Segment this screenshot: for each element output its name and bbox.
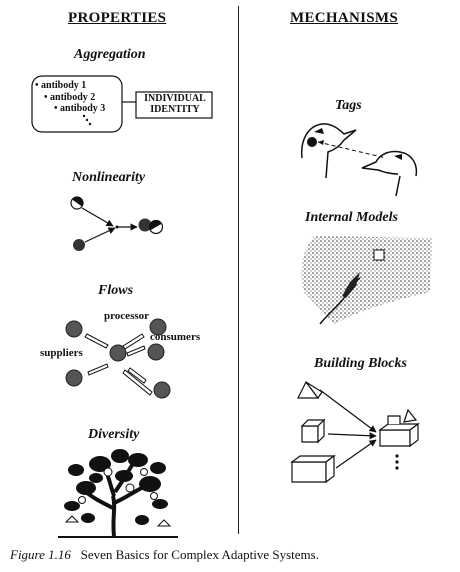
processor-label: processor bbox=[104, 310, 150, 322]
processor-node bbox=[149, 318, 167, 336]
dark-ball bbox=[73, 239, 85, 251]
flow-arrow bbox=[127, 367, 147, 384]
building-blocks-diagram bbox=[290, 380, 420, 484]
tags-diagram bbox=[300, 123, 418, 197]
identity-label-line1: INDIVIDUAL bbox=[144, 93, 206, 104]
aggregation-item-2: • antibody 2 bbox=[44, 92, 96, 103]
suppliers-label: suppliers bbox=[40, 347, 83, 359]
nonlinearity-arrow-1 bbox=[81, 207, 114, 227]
consumer-node-top bbox=[147, 343, 165, 361]
flows-title: Flows bbox=[98, 283, 134, 298]
pyramid-block-side bbox=[305, 381, 323, 400]
nonlinearity-title: Nonlinearity bbox=[72, 170, 146, 185]
internal-models-title: Internal Models bbox=[305, 210, 398, 225]
aggregation-item-1: • antibody 1 bbox=[35, 80, 87, 91]
aggregation-title: Aggregation bbox=[74, 47, 146, 62]
sight-arrowhead bbox=[318, 140, 324, 145]
nonlinearity-diagram bbox=[70, 196, 164, 251]
aggregation-item-3: • antibody 3 bbox=[54, 103, 106, 114]
consumer-node-bottom bbox=[153, 381, 171, 399]
figure-caption-text: Seven Basics for Complex Adaptive System… bbox=[80, 547, 319, 562]
slab-block-side bbox=[325, 454, 335, 484]
identity-box bbox=[135, 91, 213, 119]
diversity-title: Diversity bbox=[88, 427, 140, 442]
column-divider bbox=[238, 6, 239, 534]
diversity-tree-illustration bbox=[58, 449, 178, 538]
assembly-cube bbox=[387, 415, 401, 424]
target-block bbox=[373, 249, 385, 261]
supplier-node-top bbox=[65, 320, 83, 338]
flow-arrow bbox=[122, 369, 153, 396]
building-arrow-2 bbox=[327, 432, 377, 440]
ellipsis-dot bbox=[85, 118, 89, 122]
tag-sight-line bbox=[317, 141, 387, 159]
building-blocks-title: Building Blocks bbox=[314, 356, 407, 371]
aggregation-rounded-box bbox=[31, 75, 123, 133]
lower-bird-eye bbox=[394, 154, 402, 160]
consumers-label: consumers bbox=[150, 331, 201, 343]
cube-block-front bbox=[301, 425, 319, 443]
assembly-pyramid bbox=[403, 408, 418, 423]
aggregation-diagram bbox=[31, 75, 213, 133]
figure-number: Figure 1.16 bbox=[10, 547, 71, 562]
identity-label-line2: IDENTITY bbox=[150, 104, 200, 115]
flow-arrow bbox=[126, 345, 146, 357]
lower-bird-beak bbox=[361, 167, 399, 175]
half-ball-fill bbox=[72, 197, 83, 207]
ellipsis-dot bbox=[395, 466, 399, 470]
upper-bird-outline bbox=[300, 123, 357, 179]
flow-arrow bbox=[87, 363, 109, 376]
cube-block-side bbox=[317, 418, 325, 444]
tag-marker bbox=[307, 137, 317, 147]
junction-dot bbox=[115, 225, 119, 229]
identity-label: INDIVIDUAL IDENTITY bbox=[138, 93, 212, 115]
upper-bird-eye bbox=[314, 128, 324, 134]
ellipsis-dot bbox=[395, 454, 399, 458]
mechanisms-heading: MECHANISMS bbox=[290, 10, 399, 26]
ellipsis-dot bbox=[82, 114, 86, 118]
lower-bird-outline bbox=[361, 150, 418, 197]
model-creature bbox=[342, 272, 360, 298]
flows-diagram bbox=[65, 318, 171, 399]
ellipsis-dot bbox=[88, 122, 92, 126]
flow-arrow bbox=[122, 333, 145, 350]
supplier-node-bottom bbox=[65, 369, 83, 387]
slab-block-front bbox=[291, 461, 327, 483]
nonlinearity-arrow-2 bbox=[84, 227, 116, 243]
ellipsis-dot bbox=[395, 460, 399, 464]
building-arrow-3 bbox=[335, 439, 377, 469]
stippled-terrain bbox=[301, 236, 432, 324]
central-node bbox=[109, 344, 127, 362]
properties-heading: PROPERTIES bbox=[68, 10, 167, 26]
combined-dark-ball bbox=[138, 218, 152, 232]
tags-title: Tags bbox=[335, 98, 362, 113]
assembly-base-front bbox=[379, 429, 411, 447]
building-arrow-1 bbox=[319, 389, 377, 433]
flow-arrow bbox=[84, 333, 109, 349]
assembly-base-side bbox=[409, 422, 419, 448]
internal-models-illustration bbox=[301, 236, 432, 325]
figure-caption: Figure 1.16 Seven Basics for Complex Ada… bbox=[10, 547, 319, 563]
combined-half-ball-fill bbox=[149, 220, 162, 231]
